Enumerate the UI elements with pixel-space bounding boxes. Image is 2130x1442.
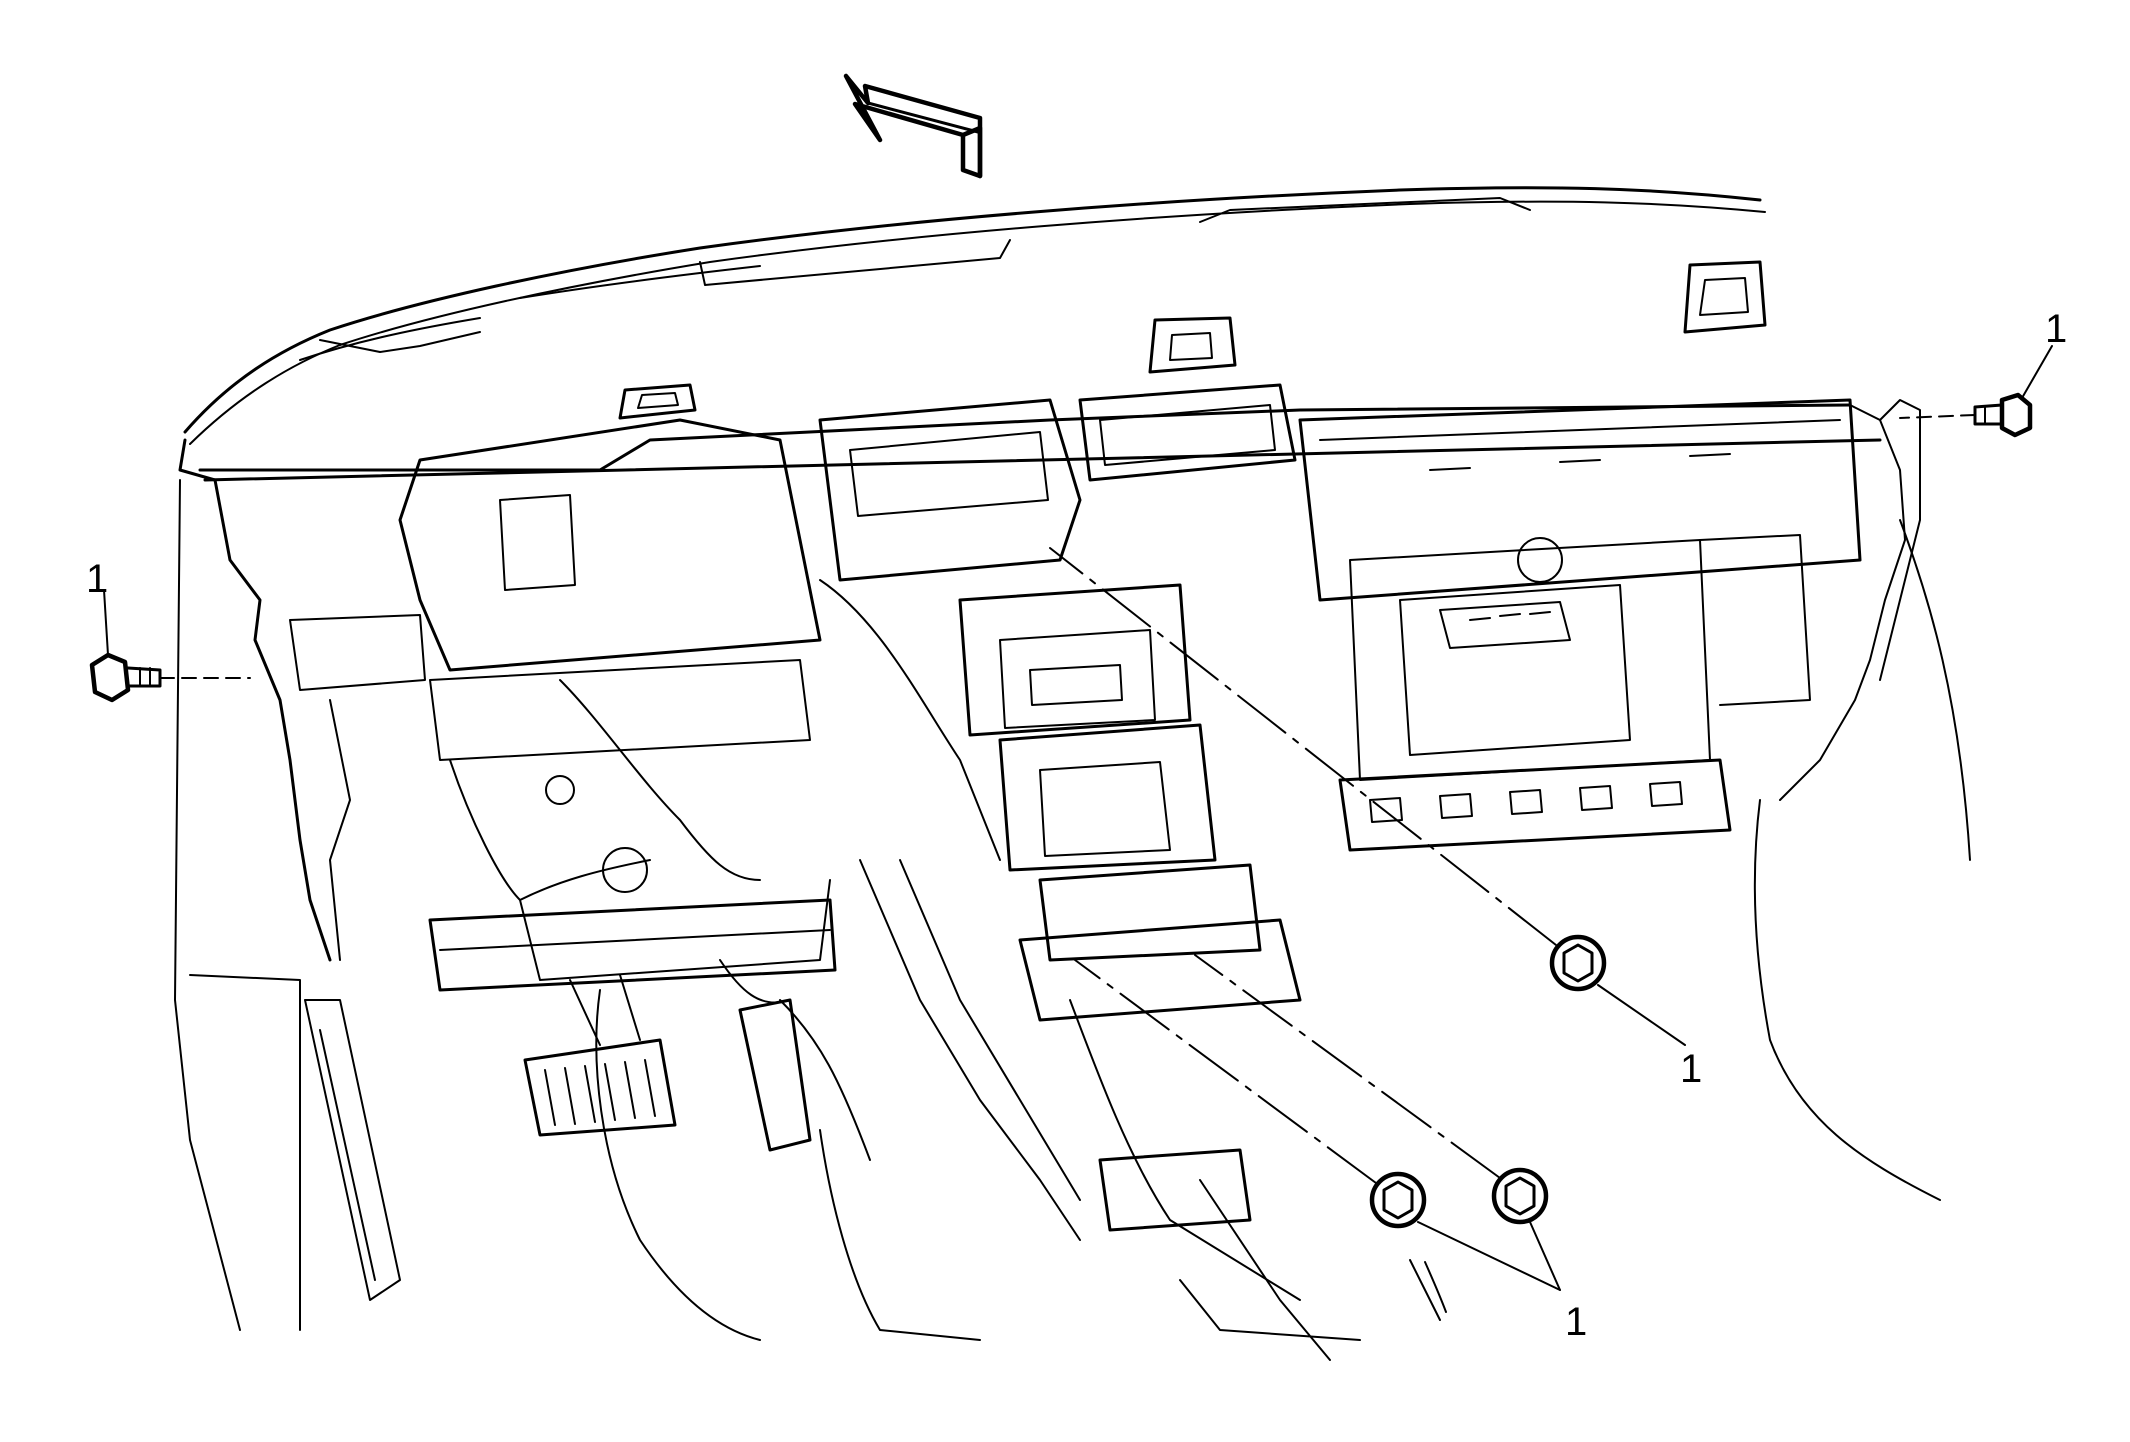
nut-icon bbox=[1049, 547, 1607, 992]
center-stack bbox=[818, 383, 1361, 1361]
callout-lower-nuts: 1 bbox=[1417, 1221, 1587, 1344]
forward-arrow-icon bbox=[843, 73, 983, 179]
right-dash-section bbox=[1298, 398, 1862, 852]
callout-right-bolt: 1 bbox=[2021, 307, 2067, 399]
callout-label: 1 bbox=[1680, 1047, 1702, 1091]
floor-contours bbox=[595, 989, 1447, 1341]
callout-label: 1 bbox=[86, 557, 108, 601]
nut-icon bbox=[1074, 959, 1427, 1229]
upper-mounting-tabs bbox=[618, 260, 1767, 420]
pedal-assembly bbox=[304, 959, 871, 1301]
callout-center-nut: 1 bbox=[1597, 984, 1702, 1091]
left-dash-section bbox=[289, 418, 837, 992]
bolt-icon bbox=[89, 652, 251, 703]
nut-icon bbox=[1194, 954, 1549, 1225]
callout-left-bolt: 1 bbox=[86, 557, 109, 656]
cowl-top-edge bbox=[183, 186, 1766, 445]
callout-label: 1 bbox=[1565, 1300, 1587, 1344]
bolt-icon bbox=[1899, 392, 2033, 438]
callout-label: 1 bbox=[2045, 307, 2067, 351]
